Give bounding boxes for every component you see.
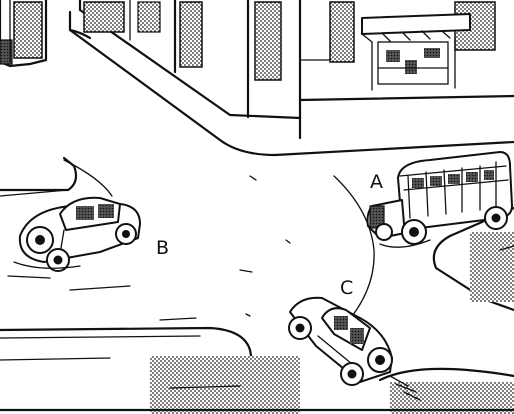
vehicle-b-label: B: [156, 237, 169, 259]
vehicle-c-label: C: [340, 277, 353, 299]
vehicle-a-label: A: [370, 171, 383, 193]
